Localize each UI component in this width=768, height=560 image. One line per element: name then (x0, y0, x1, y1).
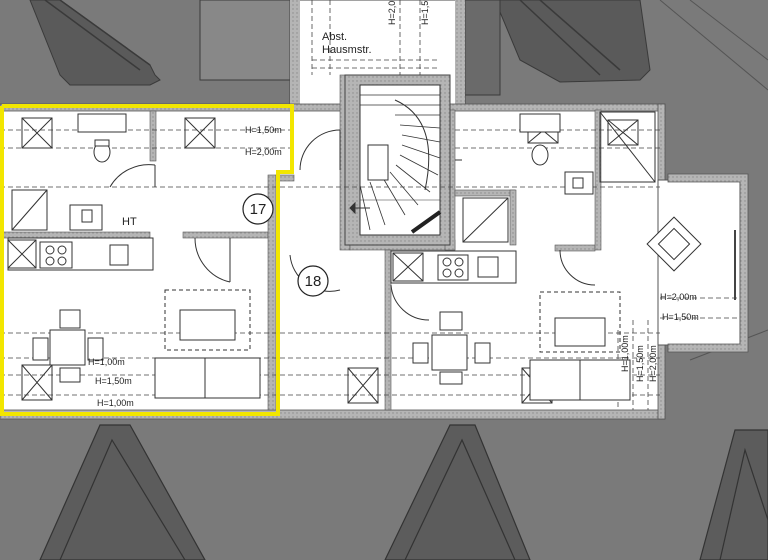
height-label-left-top-150: H=1,50m (245, 125, 282, 135)
height-label-right-vert-200: H=2,00m (648, 345, 658, 382)
stair-label-line2: Hausmstr. (322, 44, 372, 56)
height-label-shaft-200: H=2,00m (387, 0, 397, 25)
height-label-bay-150: H=1,50m (662, 312, 699, 322)
water-heater-label: HT (122, 216, 137, 228)
room-18-circle (297, 265, 329, 297)
height-label-bay-200: H=2,00m (660, 292, 697, 302)
height-label-shaft-150: H=1,50m (420, 0, 430, 25)
left-living-furniture (32, 289, 261, 399)
slope-lines (0, 0, 740, 410)
height-label-right-vert-150: H=1,50m (635, 345, 645, 382)
top-dormers (29, 0, 651, 96)
door-swings (109, 129, 596, 321)
apartment-17-highlight (0, 104, 294, 416)
room-17-circle (242, 193, 274, 225)
top-dormer-outlines (44, 0, 621, 76)
stair-shaft-wall-right (455, 0, 465, 110)
left-bathroom-fixtures (11, 113, 127, 231)
outer-walls (0, 103, 666, 420)
bottom-dormer-lines (59, 438, 768, 560)
height-label-right-vert-100: H=1,00m (620, 335, 630, 372)
room-18-number: 18 (305, 273, 322, 290)
height-label-left-bottom-150: H=1,50m (95, 376, 132, 386)
height-label-left-bottom-100b: H=1,00m (97, 398, 134, 408)
staircase (344, 74, 451, 246)
height-label-left-bottom-100a: H=1,00m (88, 357, 125, 367)
stair-arrow (349, 201, 370, 215)
height-label-left-top-200: H=2,00m (245, 147, 282, 157)
right-kitchen (390, 250, 517, 284)
stair-shaft-wall-left (290, 0, 300, 110)
right-bathroom-fixtures (462, 111, 656, 243)
right-living-furniture (412, 216, 702, 401)
room-17-number: 17 (250, 201, 267, 218)
stair-label-line1: Abst. (322, 31, 347, 43)
left-kitchen (7, 237, 154, 271)
